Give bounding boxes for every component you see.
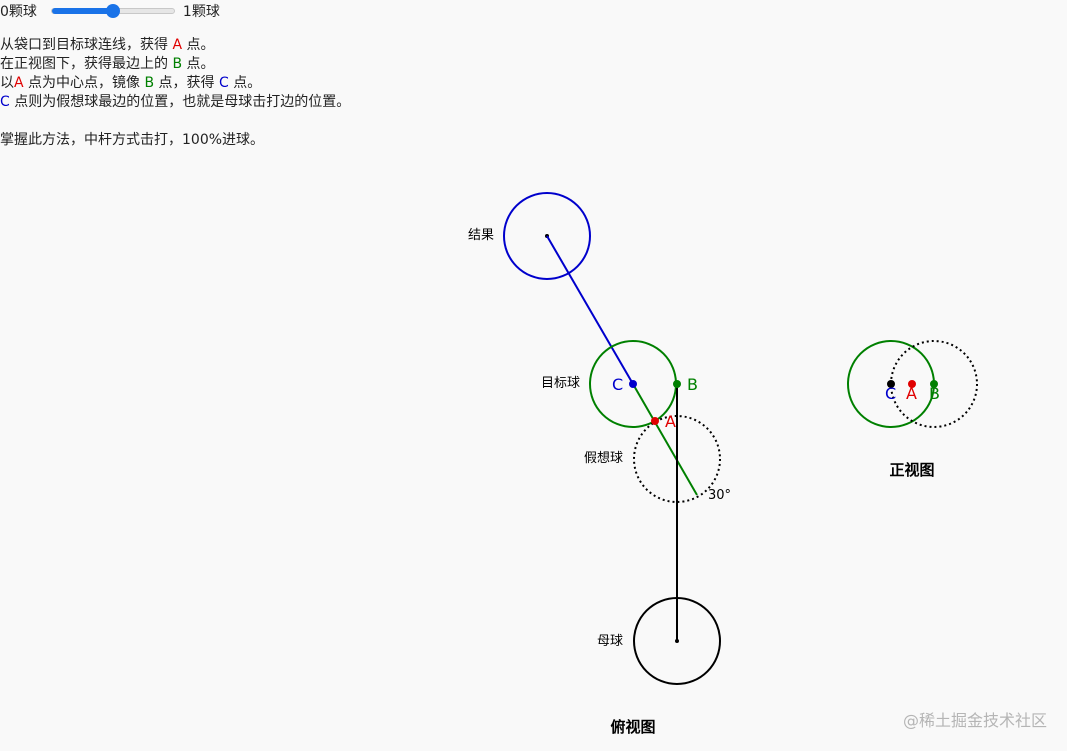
point-c-marker bbox=[629, 380, 637, 388]
slider-max-label: 1颗球 bbox=[182, 4, 220, 20]
instruction-line-3: 以A 点为中心点，镜像 B 点，获得 C 点。 bbox=[0, 75, 262, 91]
point-a-marker bbox=[651, 417, 659, 425]
instruction-line-4: C 点则为假想球最边的位置，也就是母球击打边的位置。 bbox=[0, 94, 351, 110]
cue-ball-center bbox=[675, 639, 679, 643]
front-point-b-marker bbox=[930, 380, 938, 388]
point-a-label: A bbox=[665, 412, 676, 431]
angle-label: 30° bbox=[708, 488, 731, 503]
front-view-title: 正视图 bbox=[889, 461, 934, 479]
instructions: 从袋口到目标球连线，获得 A 点。 在正视图下，获得最边上的 B 点。 以A 点… bbox=[0, 36, 350, 150]
ball-count-slider[interactable] bbox=[50, 4, 175, 18]
result-label: 结果 bbox=[468, 228, 494, 243]
instruction-line-2: 在正视图下，获得最边上的 B 点。 bbox=[0, 56, 215, 72]
cue-ball-label: 母球 bbox=[597, 634, 623, 649]
front-point-a-marker bbox=[908, 380, 916, 388]
slider-thumb[interactable] bbox=[105, 4, 120, 18]
front-point-a-label: A bbox=[906, 384, 917, 403]
ball-count-slider-row: 0颗球 1颗球 bbox=[0, 0, 220, 22]
front-ghost-ball bbox=[890, 340, 978, 428]
pocket-to-target-line bbox=[632, 383, 698, 496]
result-path-line bbox=[546, 235, 634, 385]
slider-fill bbox=[51, 8, 113, 14]
front-point-c-marker bbox=[887, 380, 895, 388]
ghost-ball-label: 假想球 bbox=[584, 450, 623, 466]
instruction-tip: 掌握此方法，中杆方式击打，100%进球。 bbox=[0, 132, 265, 148]
front-point-c-label: C bbox=[885, 384, 896, 403]
point-b-marker bbox=[673, 380, 681, 388]
watermark: @稀土掘金技术社区 bbox=[902, 711, 1047, 730]
slider-min-label: 0颗球 bbox=[0, 4, 37, 20]
point-b-label: B bbox=[687, 375, 698, 394]
ghost-ball bbox=[633, 415, 721, 503]
target-ball-label: 目标球 bbox=[541, 376, 580, 391]
result-ball bbox=[503, 192, 591, 280]
front-point-b-label: B bbox=[929, 384, 940, 403]
point-c-label: C bbox=[612, 375, 623, 394]
instruction-line-1: 从袋口到目标球连线，获得 A 点。 bbox=[0, 37, 215, 53]
top-view-title: 俯视图 bbox=[610, 718, 655, 736]
cue-ball bbox=[633, 597, 721, 685]
